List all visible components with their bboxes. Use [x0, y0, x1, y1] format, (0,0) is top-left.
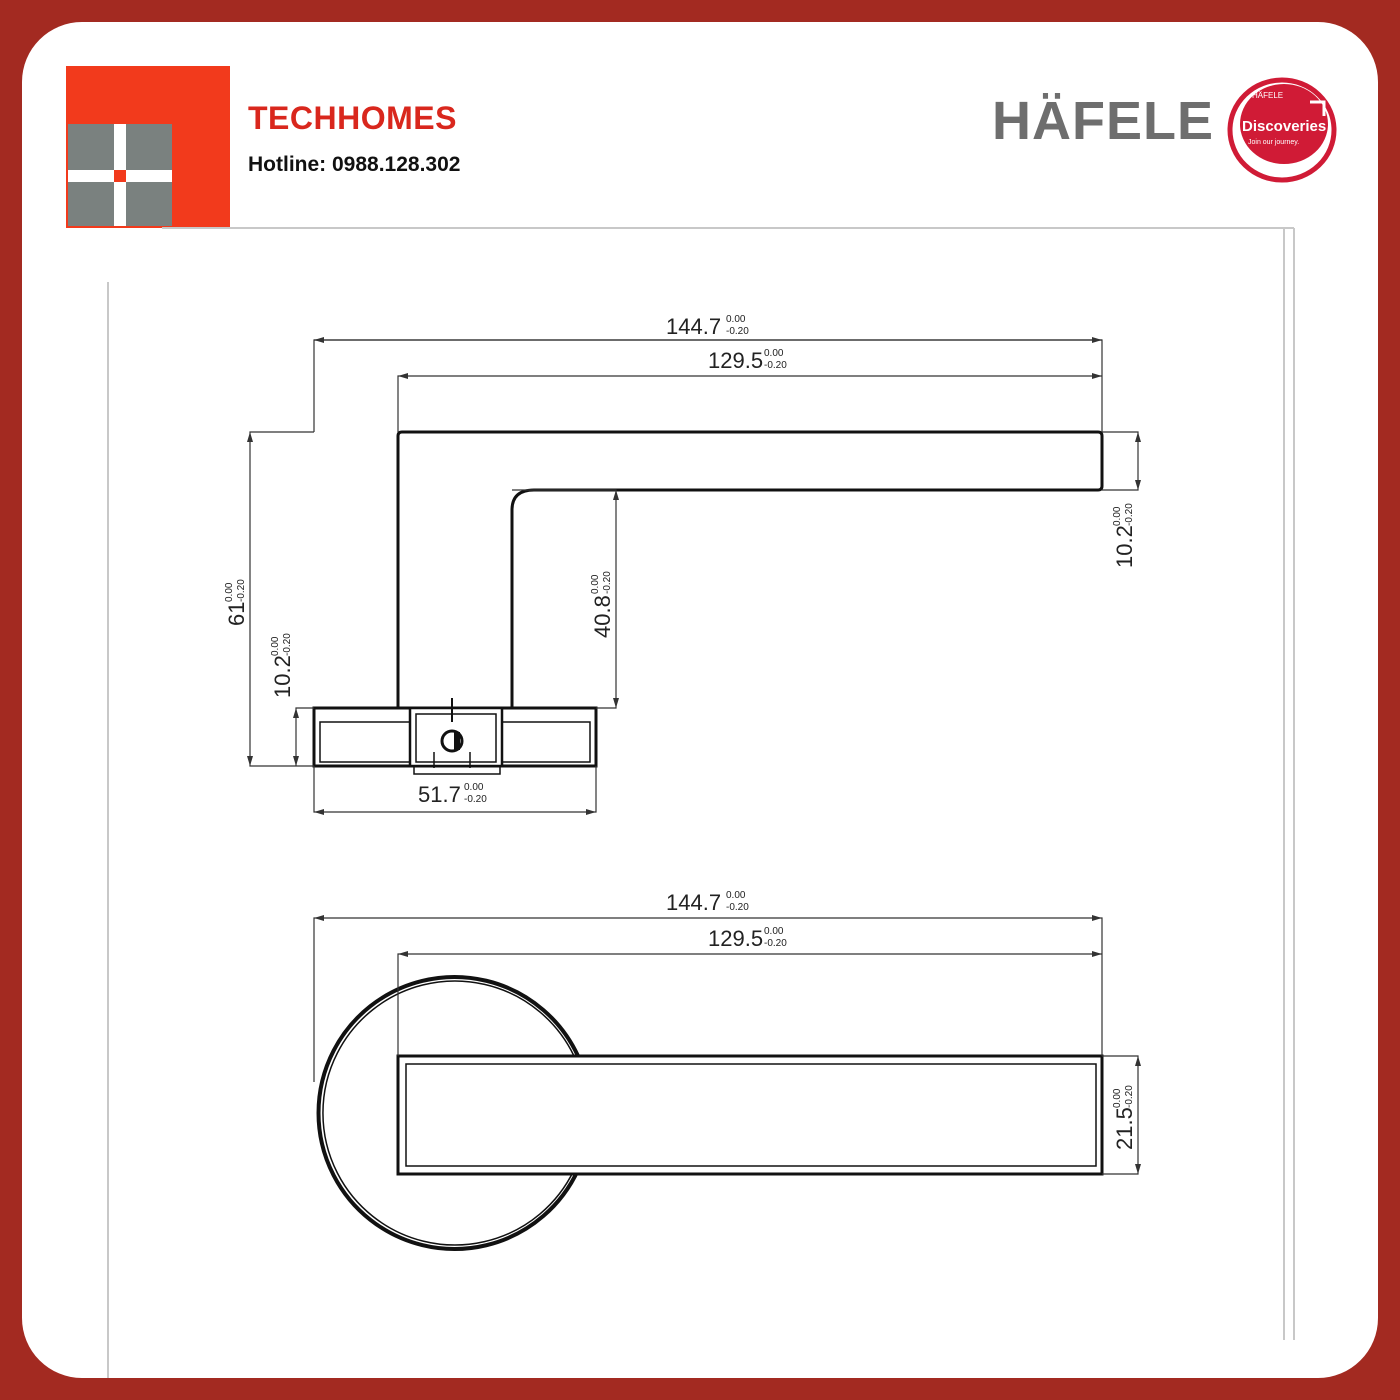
hafele-logo: HÄFELE	[992, 91, 1214, 151]
side-rose-thickness-tol-lower: -0.20	[282, 633, 293, 656]
side-overall-length: 144.7	[666, 314, 721, 339]
content-card: TECHHOMES Hotline: 0988.128.302 HÄFELE H…	[22, 22, 1378, 1378]
techhomes-logo-icon	[66, 66, 230, 228]
hotline-text: Hotline: 0988.128.302	[248, 153, 461, 176]
side-lever-thickness-tol-lower: -0.20	[1124, 503, 1135, 526]
side-rose-width-tol-upper: 0.00	[464, 782, 484, 793]
side-overall-height-tol-lower: -0.20	[236, 579, 247, 602]
top-overall-length-tol-lower: -0.20	[726, 902, 749, 913]
top-overall-length: 144.7	[666, 890, 721, 915]
badge-title: Discoveries	[1242, 118, 1326, 135]
side-overall-height: 61	[224, 602, 249, 626]
side-lever-thickness-tol-upper: 0.00	[1112, 506, 1123, 526]
top-lever-width-tol-lower: -0.20	[1124, 1085, 1135, 1108]
badge-small-text: HÄFELE	[1252, 91, 1283, 100]
side-lever-length-tol-upper: 0.00	[764, 348, 784, 359]
side-rose-thickness-tol-upper: 0.00	[270, 636, 281, 656]
top-lever-length-tol-upper: 0.00	[764, 926, 784, 937]
side-rose-width-tol-lower: -0.20	[464, 794, 487, 805]
top-lever-length-tol-lower: -0.20	[764, 938, 787, 949]
side-view	[312, 430, 1104, 775]
brand-name: TECHHOMES	[248, 100, 457, 136]
top-lever-width-tol-upper: 0.00	[1112, 1088, 1123, 1108]
lever-handle-drawing: 144.7 0.00 -0.20 129.5 0.00 -0.20 61 0.0…	[107, 227, 1295, 1378]
side-neck-height-tol-upper: 0.00	[590, 574, 601, 594]
side-lever-length: 129.5	[708, 348, 763, 373]
side-neck-height-tol-lower: -0.20	[602, 571, 613, 594]
top-view	[316, 975, 1104, 1251]
side-neck-height: 40.8	[590, 595, 615, 638]
top-lever-width: 21.5	[1112, 1107, 1137, 1150]
side-overall-length-tol-upper: 0.00	[726, 314, 746, 325]
side-rose-thickness: 10.2	[270, 655, 295, 698]
side-view-dimensions	[249, 339, 1139, 813]
side-overall-height-tol-upper: 0.00	[224, 582, 235, 602]
top-overall-length-tol-upper: 0.00	[726, 890, 746, 901]
top-lever-length: 129.5	[708, 926, 763, 951]
side-lever-length-tol-lower: -0.20	[764, 360, 787, 371]
badge-tagline: Join our journey.	[1248, 139, 1299, 146]
side-overall-length-tol-lower: -0.20	[726, 326, 749, 337]
side-rose-width: 51.7	[418, 782, 461, 807]
discoveries-badge-icon: HÄFELE Discoveries Join our journey.	[1227, 77, 1337, 183]
side-lever-thickness: 10.2	[1112, 525, 1137, 568]
